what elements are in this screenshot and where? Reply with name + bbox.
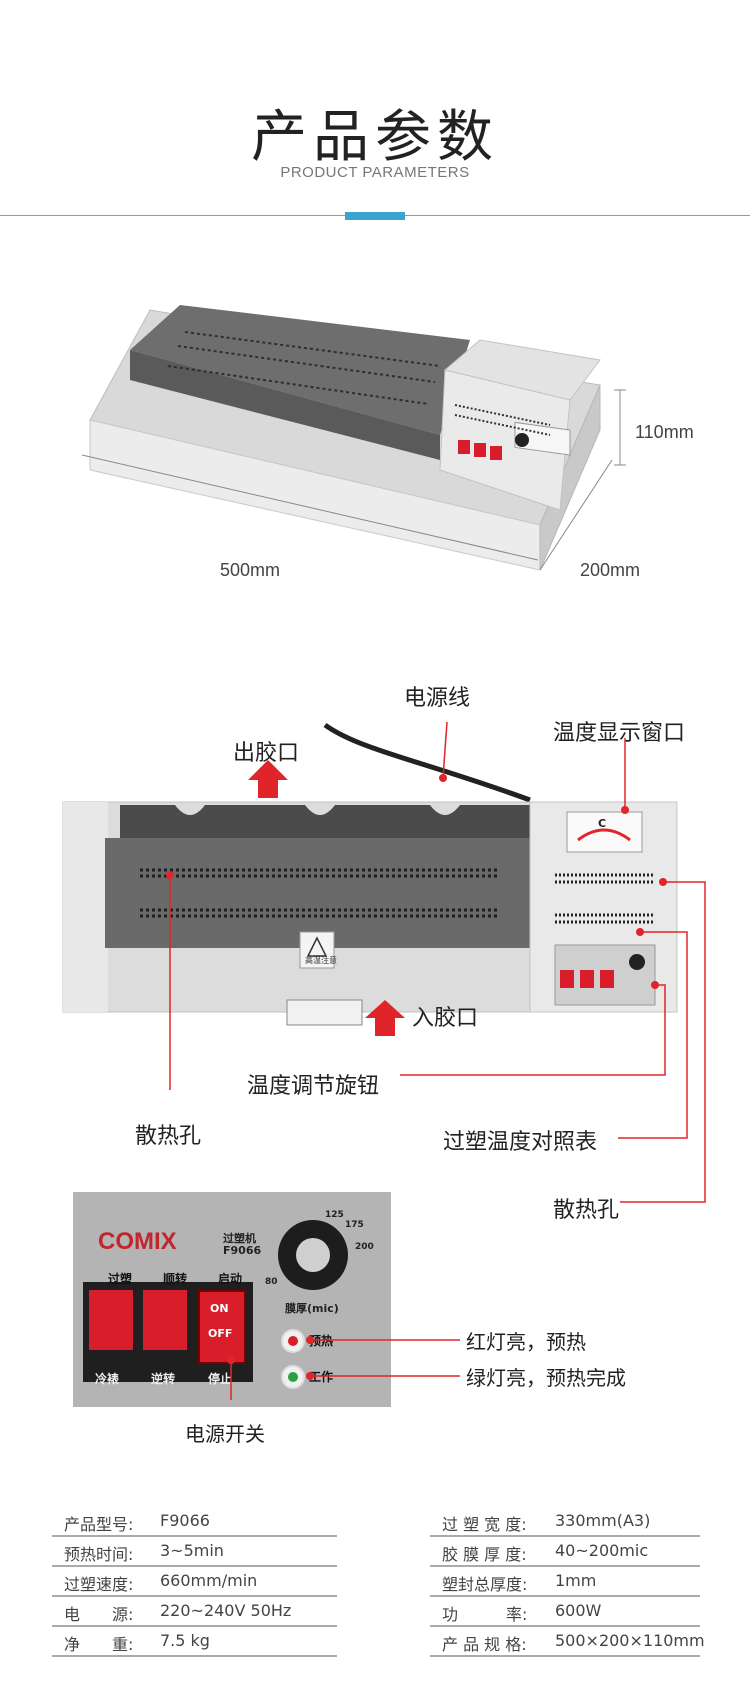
- green-indicator-light: [281, 1365, 305, 1389]
- callout-red-light: 红灯亮，预热: [466, 1330, 586, 1354]
- work-label: 工作: [309, 1370, 334, 1384]
- btn2-bottom-label: 逆转: [151, 1372, 176, 1386]
- callout-power-switch: 电源开关: [185, 1422, 265, 1446]
- product-perspective-illustration: [81, 305, 626, 571]
- spec-row: 功 率:600W: [430, 1597, 700, 1627]
- control-panel-closeup: COMIX 过塑机 F9066 80 125 175 200 膜厚(mic) 过…: [73, 1192, 391, 1407]
- callout-vent-left: 散热孔: [135, 1124, 202, 1149]
- spec-row: 过 塑 宽 度:330mm(A3): [430, 1507, 700, 1537]
- gauge-unit: C: [598, 817, 607, 830]
- btn1-top-label: 过塑: [108, 1272, 133, 1286]
- btn3-top-label: 启动: [218, 1272, 243, 1286]
- knob-scale-175: 175: [345, 1220, 364, 1230]
- spec-row: 净 重:7.5 kg: [52, 1627, 337, 1657]
- callout-temp-window: 温度显示窗口: [553, 721, 686, 746]
- dim-depth: 200mm: [580, 560, 641, 580]
- page-subtitle: PRODUCT PARAMETERS: [280, 164, 470, 181]
- callout-power-cord: 电源线: [404, 686, 471, 711]
- callout-temp-chart: 过塑温度对照表: [443, 1130, 598, 1155]
- btn2-top-label: 顺转: [163, 1272, 188, 1286]
- callout-inlet: 入胶口: [412, 1006, 479, 1031]
- power-switch[interactable]: ON OFF: [198, 1290, 246, 1364]
- laminate-cold-toggle[interactable]: [89, 1290, 133, 1350]
- knob-label: 膜厚(mic): [285, 1302, 339, 1315]
- panel-model: F9066: [223, 1244, 262, 1257]
- knob-scale-200: 200: [355, 1242, 374, 1252]
- spec-row: 产 品 规 格:500×200×110mm: [430, 1627, 705, 1657]
- btn1-bottom-label: 冷裱: [95, 1372, 120, 1386]
- callout-temp-knob: 温度调节旋钮: [247, 1074, 380, 1099]
- preheat-label: 预热: [309, 1334, 334, 1348]
- callout-green-light: 绿灯亮，预热完成: [466, 1366, 626, 1390]
- forward-reverse-toggle[interactable]: [143, 1290, 187, 1350]
- knob-scale-80: 80: [265, 1277, 278, 1287]
- product-front-view: [62, 721, 706, 1203]
- dim-height: 110mm: [635, 422, 694, 442]
- spec-row: 电 源:220~240V 50Hz: [52, 1597, 337, 1627]
- spec-row: 预热时间:3~5min: [52, 1537, 337, 1567]
- panel-callout-lines: [227, 1336, 460, 1400]
- spec-row: 塑封总厚度:1mm: [430, 1567, 700, 1597]
- switch-off-label: OFF: [208, 1327, 233, 1340]
- callout-outlet: 出胶口: [233, 741, 300, 766]
- header-accent-bar: [345, 212, 405, 220]
- switch-on-label: ON: [210, 1302, 229, 1315]
- temperature-knob[interactable]: [278, 1220, 348, 1290]
- spec-row: 产品型号:F9066: [52, 1507, 337, 1537]
- knob-scale-125: 125: [325, 1210, 344, 1220]
- page-title: 产品参数: [251, 105, 499, 170]
- red-indicator-light: [281, 1329, 305, 1353]
- spec-row: 胶 膜 厚 度:40~200mic: [430, 1537, 700, 1567]
- spec-row: 过塑速度:660mm/min: [52, 1567, 337, 1597]
- callout-vent-right: 散热孔: [553, 1198, 620, 1223]
- dim-length: 500mm: [220, 560, 281, 580]
- btn3-bottom-label: 停止: [208, 1372, 233, 1386]
- panel-name: 过塑机: [223, 1232, 256, 1245]
- panel-brand: COMIX: [98, 1228, 177, 1255]
- warning-label: 高温注意: [305, 956, 337, 965]
